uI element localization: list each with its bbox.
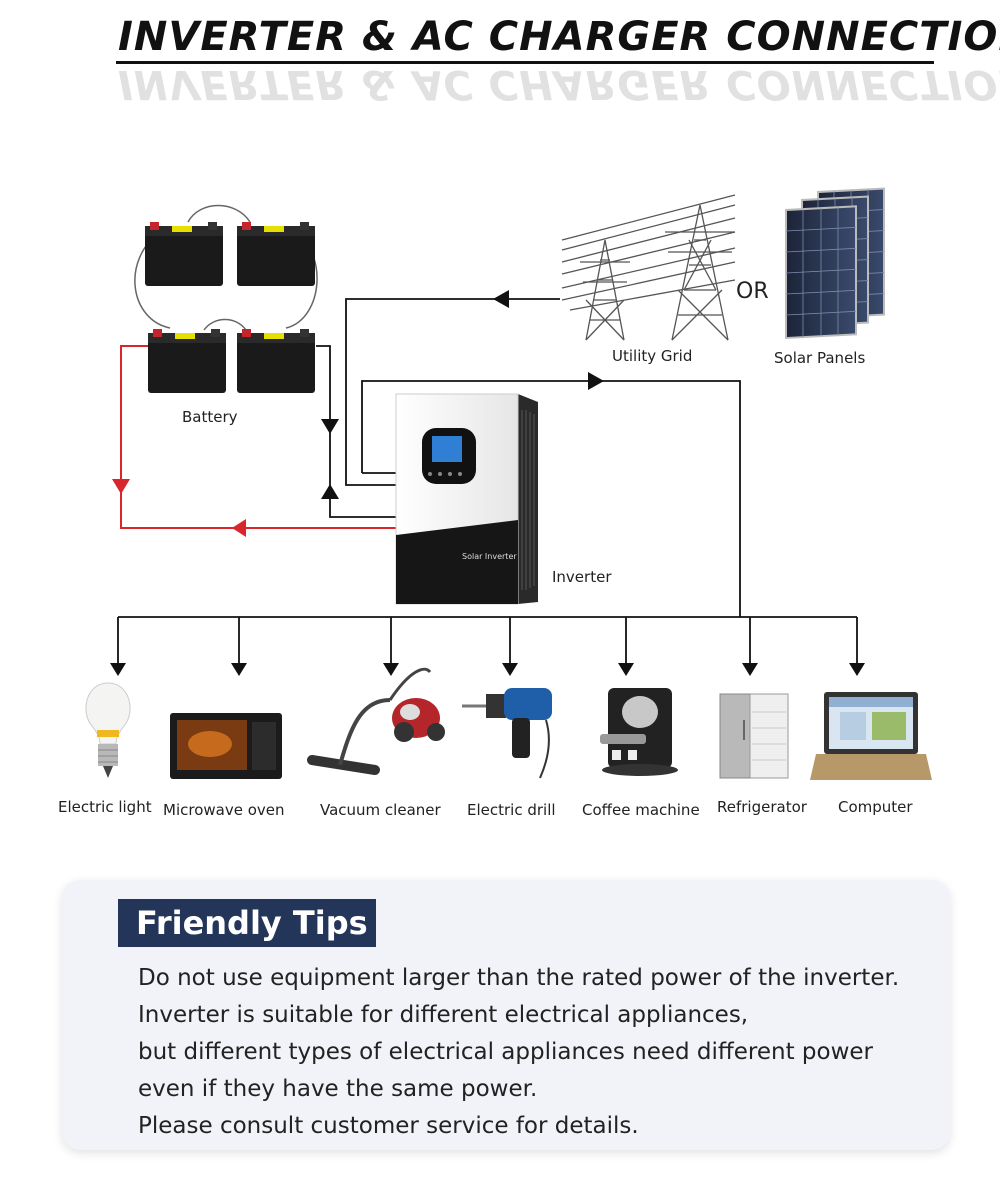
arrow-down-icon bbox=[849, 663, 865, 676]
arrow-left-icon bbox=[493, 290, 509, 308]
tip-line: even if they have the same power. bbox=[138, 1076, 538, 1102]
laptop-icon bbox=[810, 692, 932, 780]
utility-grid-label: Utility Grid bbox=[612, 347, 692, 365]
inverter-brand: Solar Inverter bbox=[462, 552, 517, 561]
title-underline bbox=[116, 61, 934, 64]
battery-label: Battery bbox=[182, 408, 238, 426]
refrigerator-icon bbox=[719, 693, 789, 779]
inverter-icon: Solar Inverter bbox=[395, 393, 538, 605]
dc-battery-line bbox=[112, 345, 398, 537]
inverter-label: Inverter bbox=[552, 568, 612, 586]
battery-unit-icon bbox=[237, 329, 315, 393]
arrow-down-icon bbox=[618, 663, 634, 676]
arrow-up-icon bbox=[321, 484, 339, 499]
or-word: OR bbox=[736, 279, 769, 304]
tip-line: but different types of electrical applia… bbox=[138, 1039, 874, 1065]
dc-arrow-left bbox=[232, 519, 246, 537]
appliance-label: Coffee machine bbox=[582, 801, 700, 819]
ac-lines bbox=[117, 298, 858, 668]
appliance-label: Electric drill bbox=[467, 801, 556, 819]
ac-arrows bbox=[110, 290, 865, 676]
arrow-down-icon bbox=[742, 663, 758, 676]
tip-line: Inverter is suitable for different elect… bbox=[138, 1002, 749, 1028]
microwave-icon bbox=[170, 713, 282, 779]
arrow-down-icon bbox=[231, 663, 247, 676]
arrow-down-icon bbox=[383, 663, 399, 676]
appliance-label: Electric light bbox=[58, 798, 152, 816]
dc-arrow-down bbox=[112, 479, 130, 494]
tips-text: Do not use equipment larger than the rat… bbox=[138, 960, 938, 1145]
appliance-label: Computer bbox=[838, 798, 913, 816]
vacuum-icon bbox=[307, 667, 445, 775]
arrow-down-icon bbox=[110, 663, 126, 676]
page-title: INVERTER & AC CHARGER CONNECTION bbox=[118, 14, 1000, 60]
tips-heading: Friendly Tips bbox=[118, 899, 376, 947]
battery-unit-icon bbox=[148, 329, 226, 393]
tip-line: Do not use equipment larger than the rat… bbox=[138, 965, 900, 991]
battery-unit-icon bbox=[237, 222, 315, 286]
light-bulb-icon bbox=[85, 682, 131, 778]
arrow-down-icon bbox=[321, 419, 339, 434]
appliance-label: Vacuum cleaner bbox=[320, 801, 441, 819]
solar-panels-label: Solar Panels bbox=[774, 349, 865, 367]
arrow-right-icon bbox=[588, 372, 604, 390]
solar-panels-icon bbox=[785, 187, 885, 340]
appliance-label: Microwave oven bbox=[163, 801, 285, 819]
arrow-down-icon bbox=[502, 663, 518, 676]
utility-grid-icon bbox=[561, 194, 736, 341]
battery-bank-icon bbox=[134, 204, 318, 393]
coffee-machine-icon bbox=[600, 688, 678, 776]
drill-icon bbox=[462, 688, 552, 779]
appliance-label: Refrigerator bbox=[717, 798, 808, 816]
tip-line: Please consult customer service for deta… bbox=[138, 1113, 639, 1139]
battery-unit-icon bbox=[145, 222, 223, 286]
